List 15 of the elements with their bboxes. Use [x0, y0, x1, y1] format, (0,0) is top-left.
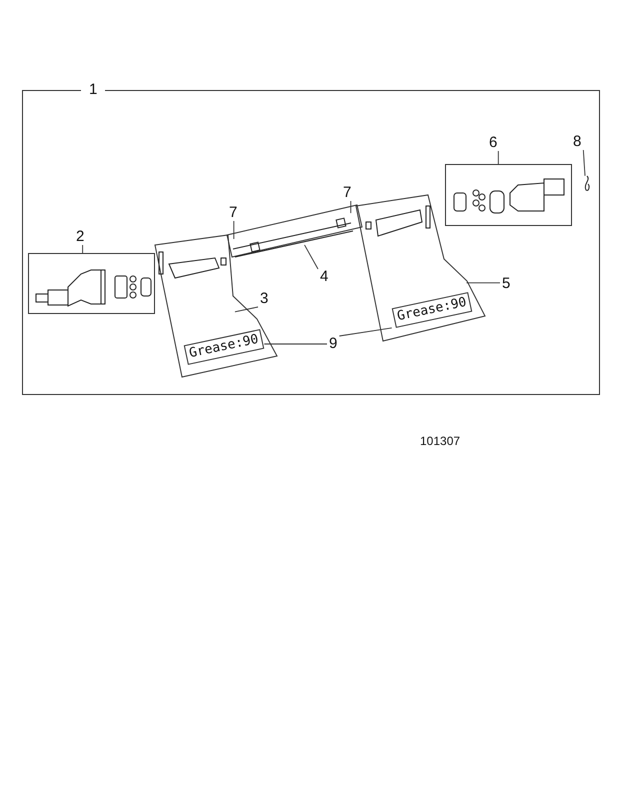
leader-line [350, 200, 352, 214]
kit-panel [155, 234, 278, 378]
kit-panel [356, 194, 486, 342]
leader-line [466, 282, 500, 284]
leader-line [234, 306, 258, 312]
leader-line [82, 244, 84, 254]
leader-line [304, 244, 318, 270]
leader-line [498, 150, 499, 164]
leader-line [582, 150, 586, 176]
part-frame [445, 164, 572, 226]
part-frame [28, 253, 155, 314]
part-frame [227, 205, 363, 259]
leader-line [233, 220, 234, 240]
leader-line [338, 327, 392, 336]
drawing-number: 101307 [420, 434, 460, 448]
